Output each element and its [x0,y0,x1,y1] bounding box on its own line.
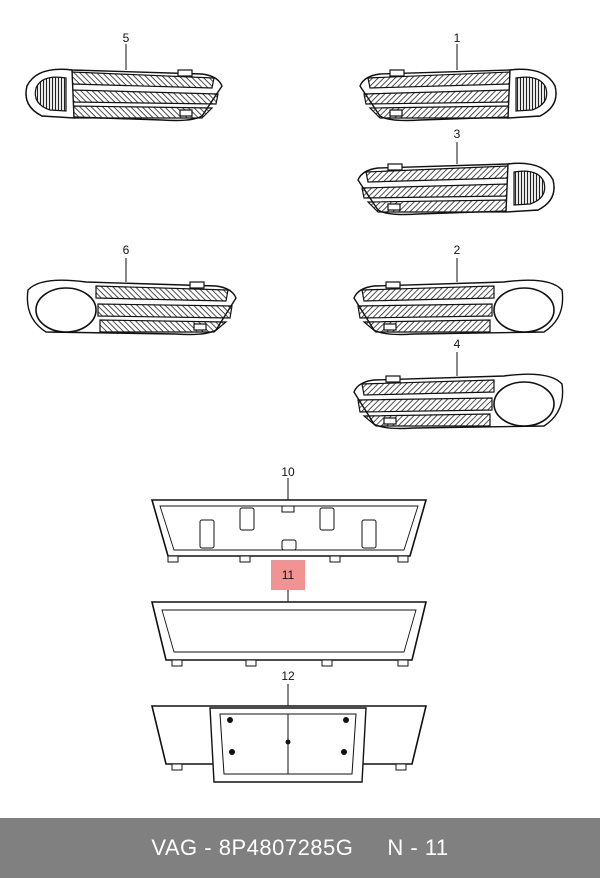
part-4-grille: 4 [353,337,564,430]
label-part-10: 10 [281,465,295,479]
label-part-3: 3 [454,127,461,141]
part-11-callout: 11 [271,560,305,602]
parts-diagram: 5 1 3 6 2 4 10 [25,31,564,783]
part-12-plate-holder: 12 [150,669,428,783]
part-2-grille: 2 [353,243,564,336]
footer-ref: N - 11 [387,835,449,860]
label-part-4: 4 [454,337,461,351]
footer-part-number: 8P4807285G [218,835,354,860]
part-3-grille: 3 [357,127,555,216]
footer-brand: VAG [151,835,198,860]
label-part-6: 6 [123,243,130,257]
part-5-grille: 5 [25,31,223,122]
label-part-12: 12 [281,669,295,683]
part-11-plate [150,601,428,667]
part-1-grille: 1 [359,31,557,122]
footer-separator: - [197,835,219,860]
highlight-box [271,560,305,590]
label-part-11: 11 [282,568,295,582]
part-6-grille: 6 [26,243,237,336]
label-part-1: 1 [454,31,461,45]
part-10-bracket: 10 [150,465,428,563]
part-number-footer: VAG - 8P4807285G N - 11 [0,818,600,878]
label-part-5: 5 [123,31,130,45]
label-part-2: 2 [454,243,461,257]
